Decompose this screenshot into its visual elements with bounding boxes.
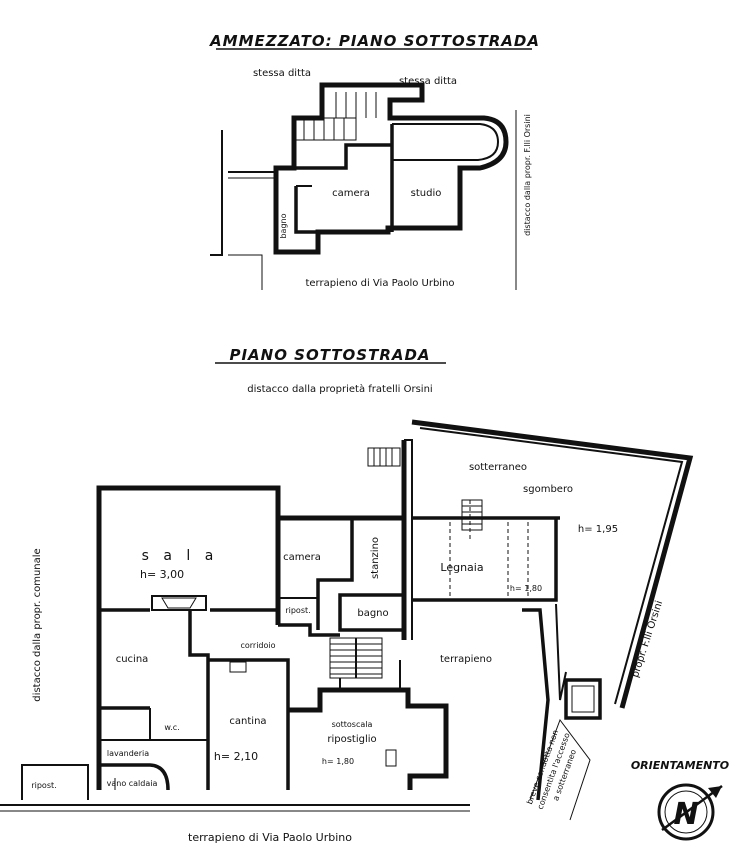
upper-label-terrapieno: terrapieno di Via Paolo Urbino <box>305 278 454 289</box>
fireplace <box>151 595 207 611</box>
room-camera: camera <box>283 552 321 563</box>
room-stanzino: stanzino <box>370 537 381 579</box>
camera-stanzino-wall <box>316 518 354 630</box>
top-stair <box>367 447 401 467</box>
left-ripost-box <box>21 764 89 800</box>
upper-room-studio: studio <box>411 188 442 199</box>
upper-stair <box>293 92 377 141</box>
height-cantina: h= 2,10 <box>214 750 258 763</box>
upper-inner-wall-a <box>294 143 392 170</box>
room-sala: s a l a <box>142 548 219 564</box>
room-lavanderia: lavanderia <box>107 749 149 758</box>
upper-outer-wall <box>273 82 509 255</box>
upper-ground-line <box>228 254 263 290</box>
compass-circle <box>657 783 715 841</box>
orientation-compass: ORIENTAMENTO N <box>631 759 729 841</box>
room-sgombero: sgombero <box>523 484 573 495</box>
room-cantina: cantina <box>229 716 266 727</box>
passage-small-room <box>564 678 602 720</box>
room-wc: w.c. <box>164 723 179 732</box>
room-corridoio: corridoio <box>240 641 275 650</box>
corridor-wall <box>278 623 340 637</box>
label-terrapieno-mid: terrapieno <box>440 654 492 665</box>
upper-floor-plan: AMMEZZATO: PIANO SOTTOSTRADA stessa ditt… <box>209 32 540 290</box>
legnaia-walls <box>412 518 558 602</box>
upper-label-stessa-ditta-right: stessa ditta <box>399 76 457 87</box>
compass-arrow-icon <box>661 784 723 832</box>
ripostiglio-walls <box>288 687 449 790</box>
room-ripost-small: ripost. <box>285 606 310 615</box>
cantina-walls <box>208 658 290 790</box>
upper-label-distacco-right: distacco dalla propr. F.lli Orsini <box>523 114 532 236</box>
upper-plan-title: AMMEZZATO: PIANO SOTTOSTRADA <box>209 32 540 50</box>
legnaia-hatch <box>461 499 483 531</box>
lower-label-distacco-left: distacco dalla propr. comunale <box>32 548 43 701</box>
room-ripostiglio: ripostiglio <box>327 734 376 745</box>
room-vano-caldaia: vano caldaia <box>107 779 158 788</box>
room-sottoscala: sottoscala <box>332 720 373 729</box>
sala-walls <box>96 485 281 790</box>
upper-left-boundary <box>210 130 223 256</box>
height-sala: h= 3,00 <box>140 568 184 581</box>
ripostiglio-fixture <box>385 749 397 767</box>
upper-bay-inner <box>392 123 500 161</box>
lower-plan-title: PIANO SOTTOSTRADA <box>229 346 430 364</box>
cucina-right-wall <box>188 610 210 790</box>
upper-room-bagno: bagno <box>279 213 288 238</box>
passage-right-boundary <box>529 718 591 821</box>
height-sotterraneo: h= 1,95 <box>578 524 618 535</box>
upper-room-camera: camera <box>332 188 370 199</box>
height-legnaia: h= 1,80 <box>510 584 542 593</box>
height-ripostiglio: h= 1,80 <box>322 757 354 766</box>
upper-inner-wall-c <box>294 186 318 234</box>
upper-label-stessa-ditta-left: stessa ditta <box>253 68 311 79</box>
label-ripost-left: ripost. <box>31 781 56 790</box>
lower-floor-plan: PIANO SOTTOSTRADA distacco dalla proprie… <box>0 346 694 844</box>
label-terrapieno-bottom: terrapieno di Via Paolo Urbino <box>188 831 352 844</box>
central-stair <box>329 637 383 679</box>
room-bagno: bagno <box>357 608 388 619</box>
room-legnaia: Legnaia <box>440 561 483 574</box>
passage-left-wall <box>522 608 550 801</box>
compass-north-glyph: N <box>673 797 698 832</box>
lower-label-distacco-top: distacco dalla proprietà fratelli Orsini <box>247 383 432 395</box>
room-sotterraneo: sotterraneo <box>469 462 527 473</box>
sotterraneo-outer-wall <box>411 419 694 709</box>
orientation-label: ORIENTAMENTO <box>631 759 729 772</box>
cantina-vent <box>229 661 247 673</box>
lavanderia-caldaia-wall <box>99 763 170 791</box>
room-cucina: cucina <box>116 654 149 665</box>
